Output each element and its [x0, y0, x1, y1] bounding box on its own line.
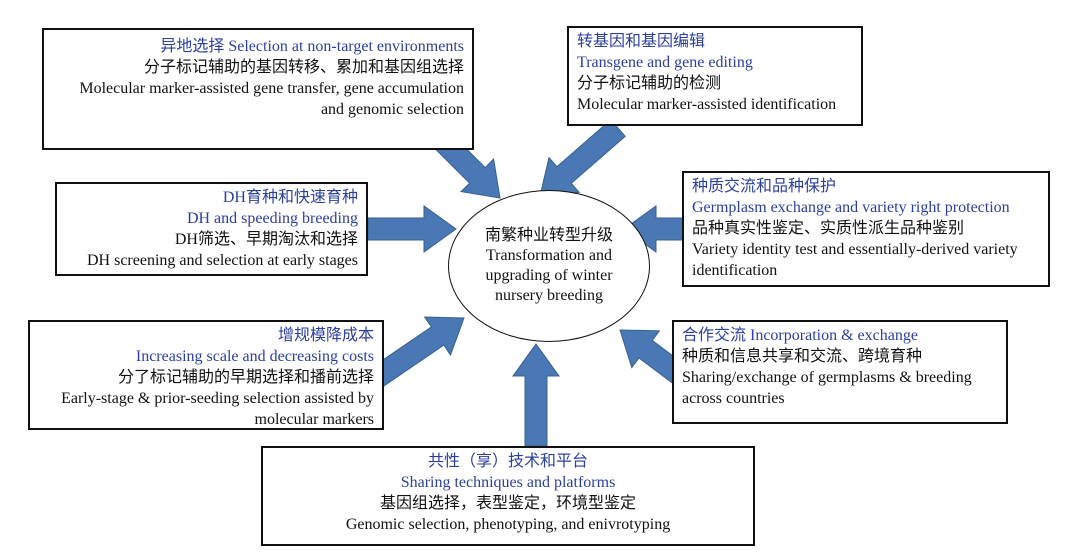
sharing-title-en: Sharing techniques and platforms	[400, 474, 616, 491]
dh-breeding-box: DH育种和快速育种 DH and speeding breeding DH筛选、…	[55, 182, 368, 276]
center-ellipse: 南繁种业转型升级 Transformation and upgrading of…	[448, 190, 650, 342]
transgene-line-1: 分子标记辅助的检测	[577, 75, 722, 92]
offsite-selection-line-2: Molecular marker-assisted gene transfer,…	[79, 80, 464, 97]
arrow-from-sharing	[512, 343, 560, 447]
scale-title-zh: 增规模降成本	[277, 327, 374, 344]
scale-title-en: Increasing scale and decreasing costs	[135, 348, 374, 365]
cooperation-line-1: 种质和信息共享和交流、跨境育种	[682, 348, 923, 365]
sharing-platform-box: 共性（享）技术和平台 Sharing techniques and platfo…	[261, 446, 755, 546]
offsite-selection-line-3: and genomic selection	[320, 101, 464, 118]
cooperation-title: 合作交流 Incorporation & exchange	[682, 327, 918, 344]
dh-line-1: DH筛选、早期淘汰和选择	[174, 231, 358, 248]
dh-title-zh: DH育种和快速育种	[222, 189, 358, 206]
transgene-line-2: Molecular marker-assisted identification	[577, 96, 837, 113]
transgene-editing-box: 转基因和基因编辑 Transgene and gene editing 分子标记…	[567, 26, 863, 126]
scale-line-2: Early-stage & prior-seeding selection as…	[61, 390, 374, 407]
scale-line-3: molecular markers	[254, 411, 375, 428]
germplasm-title-en: Germplasm exchange and variety right pro…	[692, 199, 1010, 216]
center-en-line-3: nursery breeding	[495, 287, 603, 304]
arrow-from-dh	[367, 205, 457, 253]
sharing-line-1: 基因组选择，表型鉴定，环境型鉴定	[379, 495, 636, 512]
cooperation-line-3: across countries	[682, 390, 785, 407]
center-en-line-1: Transformation and	[485, 247, 613, 264]
dh-title-en: DH and speeding breeding	[186, 210, 358, 227]
offsite-selection-box: 异地选择 Selection at non-target environment…	[42, 28, 474, 150]
scale-cost-box: 增规模降成本 Increasing scale and decreasing c…	[28, 320, 384, 430]
cooperation-box: 合作交流 Incorporation & exchange 种质和信息共享和交流…	[672, 320, 1008, 424]
offsite-selection-title: 异地选择 Selection at non-target environment…	[160, 38, 464, 55]
scale-line-1: 分了标记辅助的早期选择和播前选择	[117, 369, 374, 386]
transgene-title-zh: 转基因和基因编辑	[577, 33, 706, 50]
germplasm-line-1: 品种真实性鉴定、实质性派生品种鉴别	[692, 220, 965, 237]
sharing-line-2: Genomic selection, phenotyping, and eniv…	[345, 516, 671, 533]
arrow-from-transgene	[539, 118, 626, 197]
sharing-title-zh: 共性（享）技术和平台	[427, 453, 588, 470]
germplasm-line-2: Variety identity test and essentially-de…	[692, 241, 1018, 258]
dh-line-2: DH screening and selection at early stag…	[86, 252, 358, 269]
germplasm-protection-box: 种质交流和品种保护 Germplasm exchange and variety…	[682, 171, 1050, 287]
offsite-selection-line-1: 分子标记辅助的基因转移、累加和基因组选择	[143, 59, 464, 76]
cooperation-line-2: Sharing/exchange of germplasms & breedin…	[682, 369, 972, 386]
germplasm-title-zh: 种质交流和品种保护	[692, 178, 837, 195]
center-title-zh: 南繁种业转型升级	[484, 227, 613, 244]
germplasm-line-3: identification	[692, 262, 778, 279]
center-en-line-2: upgrading of winter	[485, 267, 613, 284]
transgene-title-en: Transgene and gene editing	[577, 54, 753, 71]
